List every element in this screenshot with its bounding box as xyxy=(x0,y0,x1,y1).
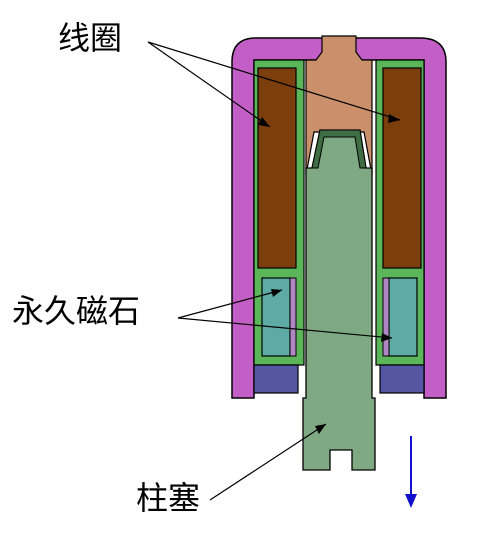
coil-arrowhead-left xyxy=(258,117,270,127)
coil-arrowhead-right xyxy=(388,114,400,123)
direction-arrow-head xyxy=(405,494,417,508)
fixed-core xyxy=(305,35,373,176)
plunger-label: 柱塞 xyxy=(136,479,201,517)
plunger-arrowhead xyxy=(315,424,326,434)
plunger xyxy=(302,129,376,471)
magnet-left-lining xyxy=(289,277,297,357)
plunger-tip xyxy=(311,129,367,169)
magnet-arrowhead-right xyxy=(381,333,392,342)
magnet-right-lining xyxy=(382,277,390,357)
coil-right xyxy=(382,67,422,269)
bottom-ring-left xyxy=(253,364,299,394)
plunger-leader xyxy=(209,423,327,501)
coil-left xyxy=(257,67,297,269)
coil-label: 线圈 xyxy=(58,19,123,57)
coil-leaders xyxy=(147,41,401,128)
bottom-ring-right xyxy=(379,364,425,394)
magnet-label: 永久磁石 xyxy=(12,292,141,330)
magnet-leaders xyxy=(177,289,393,339)
magnet-arrowhead-left xyxy=(271,289,282,297)
magnet-right xyxy=(388,277,418,357)
